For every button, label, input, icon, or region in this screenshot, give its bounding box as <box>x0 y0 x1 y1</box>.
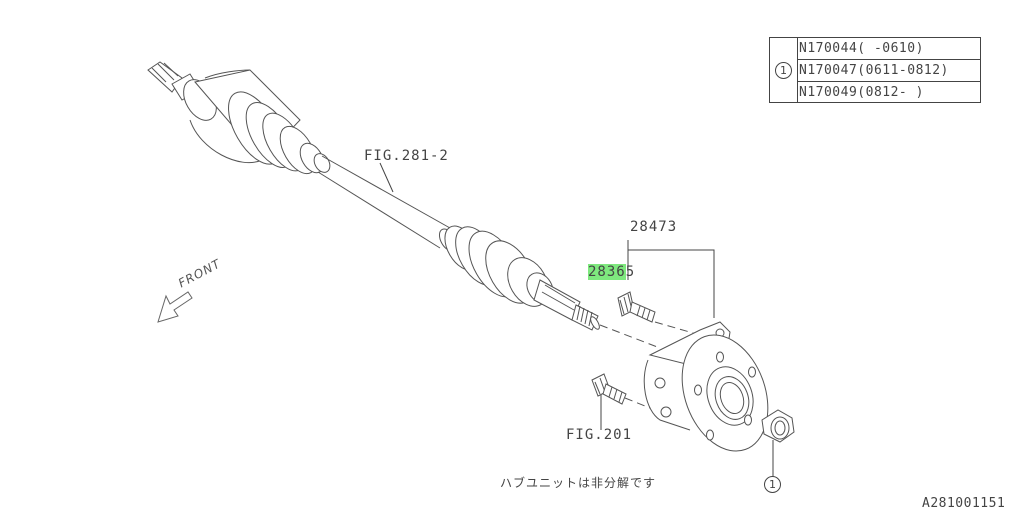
label-28365-hub-bolt[interactable]: 28365 <box>588 264 635 280</box>
axle-nut <box>761 409 795 443</box>
front-arrow-icon <box>157 291 193 323</box>
hub-unit-note: ハブユニットは非分解です <box>500 476 657 490</box>
hub-bolt <box>617 291 656 323</box>
label-fig-201[interactable]: FIG.201 <box>566 427 633 443</box>
table-row[interactable]: N170047(0611-0812) <box>797 60 980 82</box>
leader-lines <box>379 162 774 476</box>
label-28473-hub-assembly[interactable]: 28473 <box>630 219 678 235</box>
nut-callout-marker[interactable]: 1 <box>764 476 781 493</box>
label-fig-281-2[interactable]: FIG.281-2 <box>364 148 449 164</box>
outboard-boot <box>438 225 554 307</box>
outboard-spline <box>533 279 600 331</box>
circled-number-1: 1 <box>775 61 792 79</box>
table-marker-cell: 1 <box>770 38 798 102</box>
part-number-suffix: 5 <box>625 264 636 280</box>
table-row[interactable]: N170049(0812- ) <box>799 85 924 100</box>
highlighted-part-number: 2836 <box>588 264 626 280</box>
parts-number-table: 1 N170044( -0610) N170047(0611-0812) N17… <box>769 37 981 103</box>
axle-shaft <box>317 155 451 249</box>
figure-code: A281001151 <box>922 496 1006 511</box>
flange-bolt <box>591 373 627 405</box>
circled-number-1: 1 <box>764 476 781 493</box>
inboard-boot <box>228 91 331 175</box>
table-row[interactable]: N170044( -0610) <box>797 38 980 60</box>
hub-unit <box>643 321 769 452</box>
table-rows: N170044( -0610) N170047(0611-0812) N1700… <box>797 38 980 102</box>
